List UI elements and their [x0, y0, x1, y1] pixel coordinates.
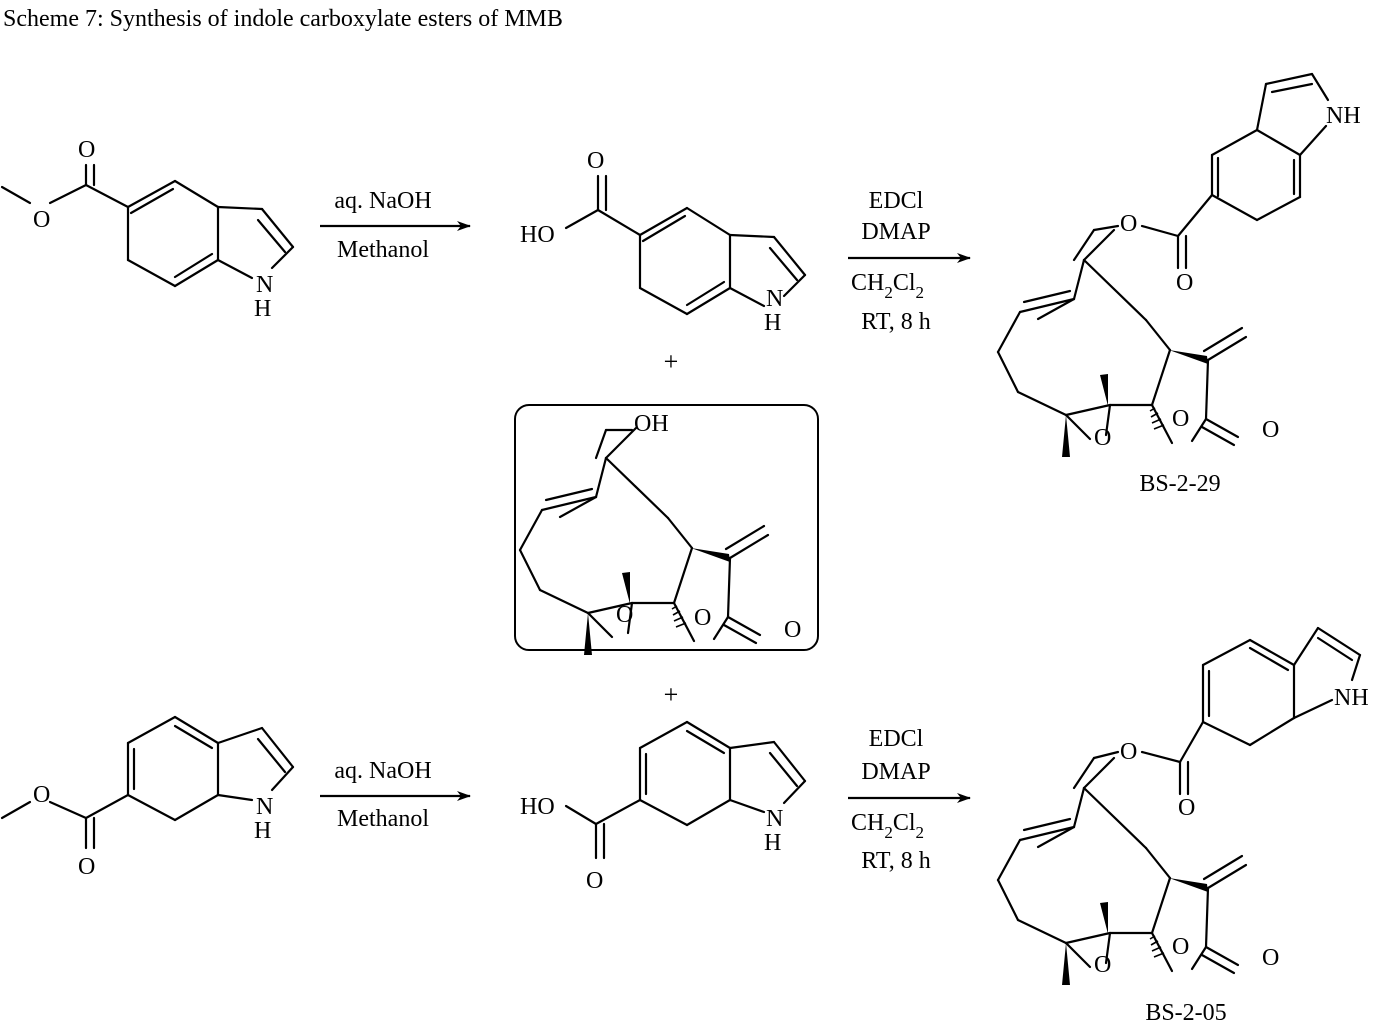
product1-nh-label: NH [1326, 103, 1361, 129]
product-bs-2-29: O O NH O O O [998, 74, 1361, 457]
mmb-structure: OH O O O [520, 411, 801, 655]
product1-lactone-carbonyl-o-label: O [1262, 417, 1279, 443]
acid-h-label: H [764, 310, 781, 336]
mmb-epoxide-o-label: O [616, 602, 633, 628]
carbonyl-o-label: O [78, 137, 95, 163]
product2-nh-label: NH [1334, 685, 1369, 711]
acid-carbonyl-o-label: O [587, 148, 604, 174]
hydrolysis-solvent-1: Methanol [337, 237, 429, 263]
methyl-indole-5-carboxylate: O O N H [2, 137, 293, 322]
hydrolysis-reagent-2: aq. NaOH [334, 758, 431, 784]
mmb-oh-label: OH [634, 411, 669, 437]
plus-sign-2: + [664, 680, 679, 709]
mmb-lactone-o-label: O [694, 605, 711, 631]
coupling-reagent-dmap-2: DMAP [861, 759, 930, 785]
acid-ho-label: HO [520, 222, 555, 248]
acid2-ho-label: HO [520, 794, 555, 820]
acid-n-label: N [766, 286, 783, 312]
acid2-n-label: N [766, 806, 783, 832]
coupling-solvent-1: CH2Cl2 [851, 270, 924, 302]
carbonyl2-o-label: O [78, 854, 95, 880]
coupling-conditions-1: RT, 8 h [861, 309, 930, 335]
product1-epoxide-o-label: O [1094, 425, 1111, 451]
coupling-reagent-edcl-1: EDCl [869, 188, 924, 214]
product-label-bs-2-29: BS-2-29 [1139, 471, 1220, 497]
coupling-reagent-dmap-1: DMAP [861, 219, 930, 245]
acid2-carbonyl-o-label: O [586, 868, 603, 894]
mmb-lactone-carbonyl-o-label: O [784, 617, 801, 643]
indole2-n-label: N [256, 794, 273, 820]
hydrolysis-reagent-1: aq. NaOH [334, 188, 431, 214]
ester2-o-label: O [33, 782, 50, 808]
ester-o-label: O [33, 207, 50, 233]
product2-carbonyl-o-label: O [1178, 795, 1195, 821]
plus-sign-1: + [664, 347, 679, 376]
scheme-title: Scheme 7: Synthesis of indole carboxylat… [3, 6, 563, 32]
coupling-conditions-2: RT, 8 h [861, 848, 930, 874]
product2-ester-o-label: O [1120, 739, 1137, 765]
product2-lactone-o-label: O [1172, 934, 1189, 960]
product2-lactone-carbonyl-o-label: O [1262, 945, 1279, 971]
product-label-bs-2-05: BS-2-05 [1145, 1000, 1226, 1026]
product1-lactone-o-label: O [1172, 406, 1189, 432]
methyl-indole-6-carboxylate: O O N H [2, 717, 293, 880]
hydrolysis-solvent-2: Methanol [337, 806, 429, 832]
mmb-reagent-box [515, 405, 818, 650]
indole-h-label: H [254, 296, 271, 322]
product2-epoxide-o-label: O [1094, 952, 1111, 978]
product-bs-2-05: O O NH O O O [998, 628, 1369, 985]
coupling-reagent-edcl-2: EDCl [869, 726, 924, 752]
indole-5-carboxylic-acid: HO O N H [520, 148, 805, 336]
indole-n-label: N [256, 272, 273, 298]
indole-6-carboxylic-acid: HO O N H [520, 722, 805, 894]
indole2-h-label: H [254, 818, 271, 844]
product1-ester-o-label: O [1120, 211, 1137, 237]
acid2-h-label: H [764, 830, 781, 856]
coupling-solvent-2: CH2Cl2 [851, 810, 924, 842]
product1-carbonyl-o-label: O [1176, 270, 1193, 296]
